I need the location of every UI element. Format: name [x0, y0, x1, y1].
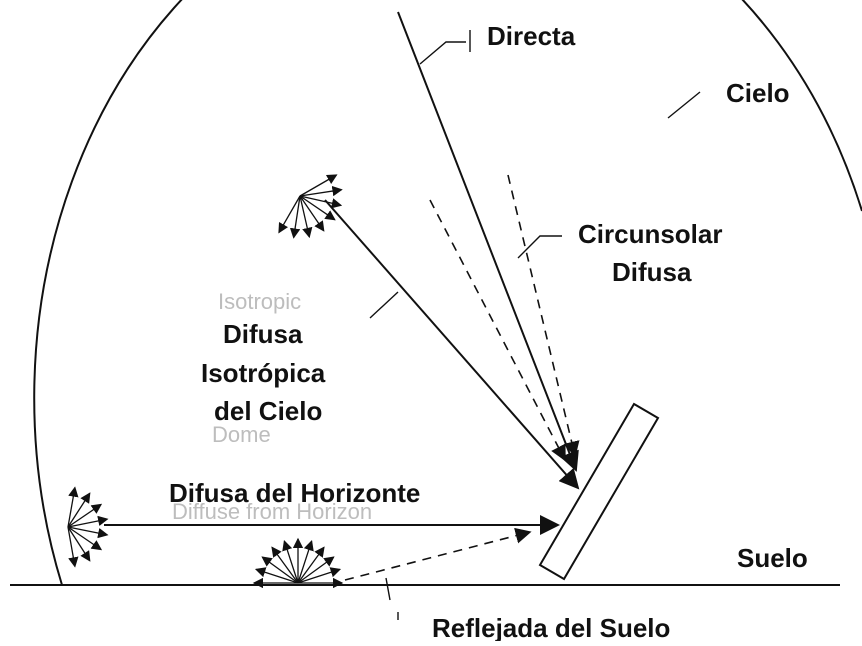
fan-sky-ray [299, 195, 313, 239]
label-reflejada: Reflejada del Suelo [432, 613, 670, 641]
horizon-emission-fan [67, 486, 109, 568]
reflejada-leader [385, 577, 391, 601]
fan-ground-ray [297, 546, 325, 584]
fan-sky-ray [289, 195, 301, 239]
fan-ground-ray [254, 567, 299, 584]
ghost-label-isotropic: Isotropic [218, 289, 301, 314]
fan-horizon-ray [67, 526, 91, 562]
ground-reflected-arrow [344, 527, 532, 581]
fan-ground-ray [297, 567, 342, 584]
fan-horizon-ray [67, 486, 79, 528]
fan-sky-ray [278, 195, 301, 234]
label-horizonte: Difusa del Horizonte [169, 478, 420, 508]
cielo-leader [667, 91, 701, 119]
label-isotropica-line1: Difusa [223, 319, 303, 349]
fan-ground-ray [297, 556, 335, 584]
fan-ground-ray [297, 539, 314, 584]
fan-horizon-ray [67, 492, 91, 528]
isotropic-sky-diffuse-arrow [324, 199, 580, 490]
fan-horizon-ray [67, 526, 103, 551]
fan-horizon-ray [67, 526, 79, 568]
fan-ground-ray [261, 556, 299, 584]
label-directa: Directa [487, 21, 576, 51]
label-cielo: Cielo [726, 78, 790, 108]
fan-horizon-ray [67, 515, 109, 528]
fan-sky-ray [299, 195, 325, 232]
fan-sky-ray [299, 185, 343, 197]
fan-sky-ray [299, 195, 336, 221]
label-circunsolar-line2: Difusa [612, 257, 692, 287]
circumsolar-ray-1 [429, 199, 566, 462]
fan-sky-ray [299, 195, 343, 209]
label-isotropica-line2: Isotrópica [201, 358, 326, 388]
circumsolar-ray-2 [507, 174, 580, 458]
fan-horizon-ray [67, 503, 103, 528]
fan-horizon-ray [67, 526, 109, 539]
sky-dome-arc [33, 0, 862, 586]
fan-ground-ray [271, 546, 299, 584]
ghost-label-dome: Dome [212, 422, 271, 447]
ghost-label-horizon: Diffuse from Horizon [172, 499, 372, 524]
ground-emission-fan [252, 537, 344, 589]
circunsolar-leader [517, 235, 562, 259]
label-suelo: Suelo [737, 543, 808, 573]
direct-beam-arrow [397, 11, 579, 472]
directa-leader [419, 41, 466, 65]
fan-ground-ray [282, 539, 299, 584]
label-circunsolar-line1: Circunsolar [578, 219, 723, 249]
sky-emission-fan [278, 174, 343, 239]
label-isotropica-line3: del Cielo [214, 396, 322, 426]
tilted-collector-panel [538, 402, 660, 581]
fan-sky-ray [299, 174, 338, 197]
isotropica-leader [369, 291, 399, 319]
